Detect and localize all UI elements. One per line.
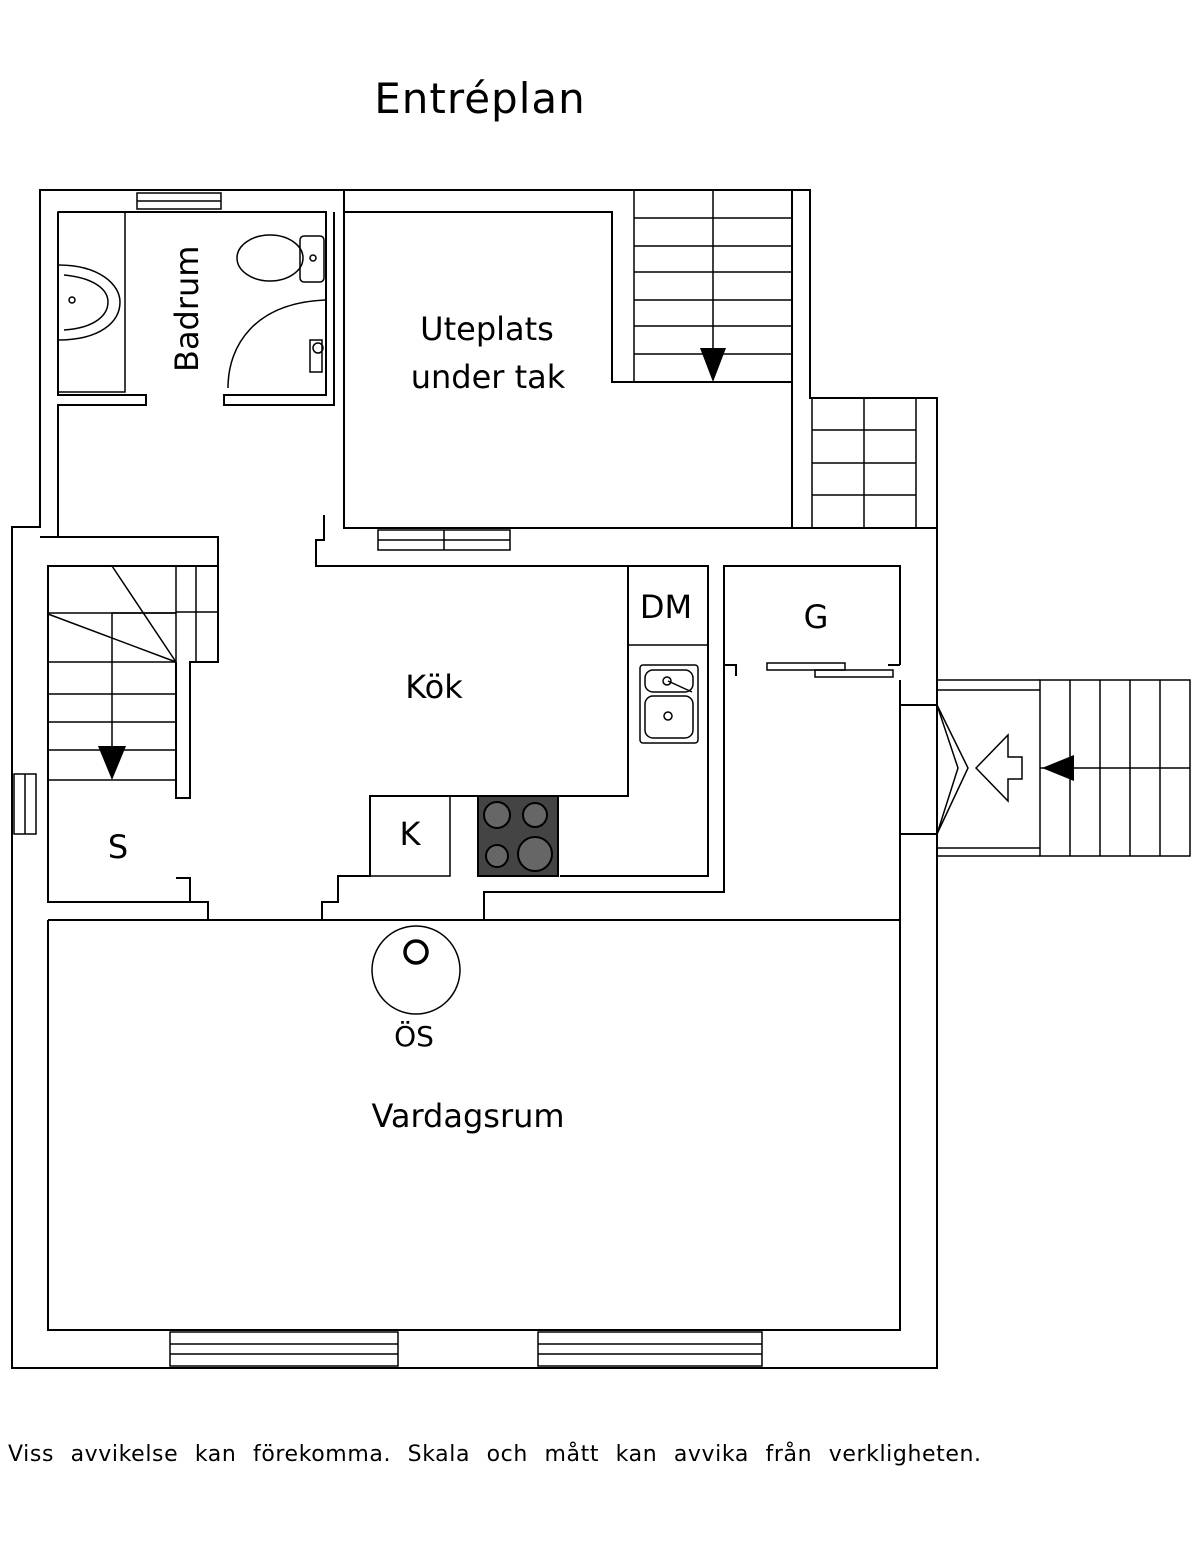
room-label-patio-1: Uteplats [420, 310, 554, 348]
room-label-wardrobe: G [804, 598, 829, 636]
room-label-storage: S [108, 828, 128, 866]
disclaimer-text: Viss avvikelse kan förekomma. Skala och … [8, 1442, 982, 1467]
stairs-top [633, 189, 793, 383]
plan-title: Entréplan [374, 74, 586, 123]
label-stove: ÖS [394, 1019, 434, 1053]
sink-icon [639, 664, 699, 744]
room-label-bathroom: Badrum [168, 246, 206, 372]
room-label-living-room: Vardagsrum [371, 1097, 564, 1135]
living-room: ÖS Vardagsrum [169, 925, 763, 1367]
wardrobe: G [724, 598, 937, 706]
patio: Uteplats under tak [315, 190, 937, 567]
label-fridge: K [400, 815, 422, 853]
staircase: S [13, 536, 219, 920]
stove-hob-icon [477, 795, 559, 877]
arrow-left-icon [1042, 755, 1074, 781]
steps-right [811, 397, 917, 529]
label-dishwasher: DM [640, 588, 692, 626]
stove-icon [371, 925, 461, 1015]
arrow-down-icon [98, 746, 126, 780]
room-label-kitchen: Kök [405, 668, 463, 706]
room-label-patio-2: under tak [411, 358, 566, 396]
arrow-down-icon [700, 348, 726, 382]
bathroom: Badrum [57, 192, 335, 537]
entrance [936, 679, 1191, 857]
kitchen: DM K Kök [321, 565, 901, 921]
